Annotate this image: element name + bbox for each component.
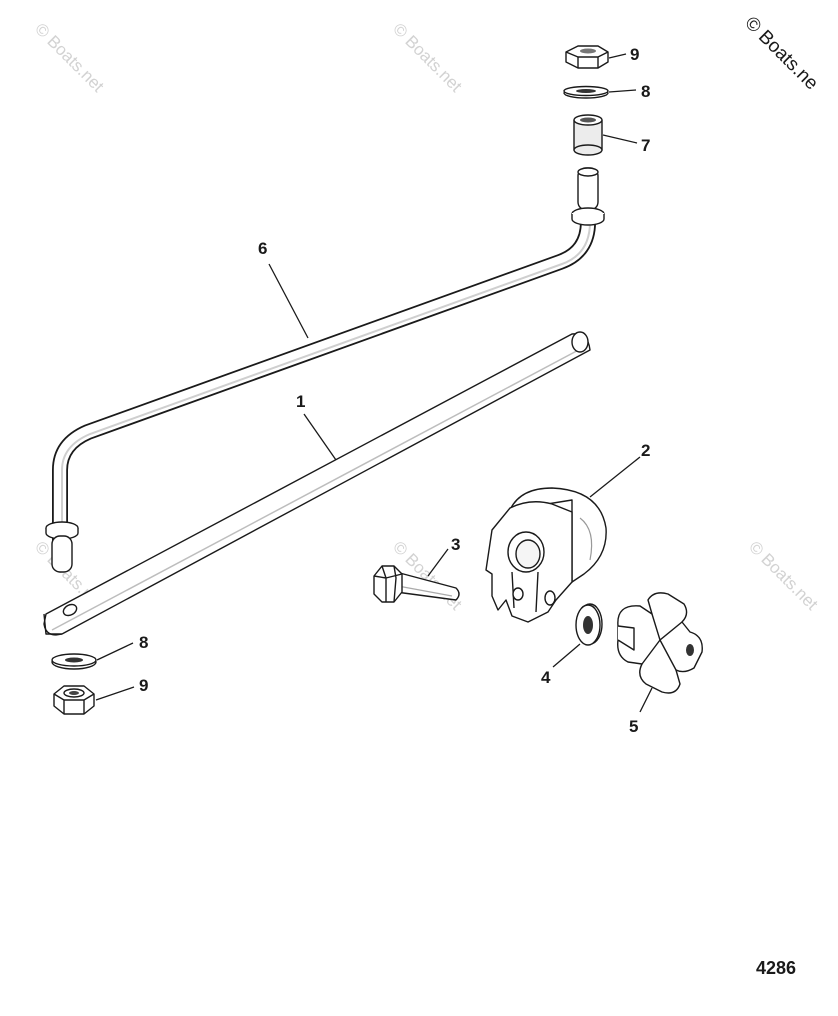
leader-8-bottom	[96, 642, 134, 661]
part-9-nut-top	[565, 45, 609, 69]
part-8-washer-top	[563, 85, 609, 99]
part-3-bolt	[373, 565, 460, 603]
leader-5	[639, 687, 653, 713]
part-2-clamp-bracket	[485, 487, 607, 623]
leader-9-bottom	[95, 686, 135, 701]
figure-number: 4286	[756, 958, 796, 978]
callout-3: 3	[451, 535, 460, 554]
leader-lines	[95, 53, 653, 713]
callout-5: 5	[629, 717, 638, 736]
watermark: © Boats.net	[31, 19, 108, 96]
leader-1	[303, 413, 337, 461]
callout-8-top: 8	[641, 82, 650, 101]
callout-2: 2	[641, 441, 650, 460]
callout-6: 6	[258, 239, 267, 258]
callout-4: 4	[541, 668, 551, 687]
part-1-shaft	[43, 331, 591, 636]
leader-2	[589, 456, 641, 498]
leader-3	[427, 548, 449, 577]
leader-7	[602, 134, 638, 144]
callout-8-bottom: 8	[139, 633, 148, 652]
leader-9-top	[608, 53, 627, 59]
callout-9-bottom: 9	[139, 676, 148, 695]
leader-6	[268, 263, 309, 339]
leader-8-top	[608, 89, 637, 93]
callout-7: 7	[641, 136, 650, 155]
part-6-link-rod	[45, 167, 605, 573]
part-8-washer-bottom	[51, 653, 97, 670]
part-7-bushing	[573, 114, 603, 156]
callouts: 9 8 7 6 1 2 3 4 5 8 9	[139, 45, 650, 736]
part-9-nut-bottom	[53, 685, 95, 715]
leader-4	[552, 643, 581, 668]
corner-watermark: © Boats.ne	[740, 13, 822, 95]
watermark: © Boats.net	[745, 537, 822, 614]
callout-9-top: 9	[630, 45, 639, 64]
part-5-knob	[617, 592, 703, 694]
watermark: © Boats.net	[389, 19, 466, 96]
part-4-washer	[575, 603, 603, 646]
callout-1: 1	[296, 392, 305, 411]
